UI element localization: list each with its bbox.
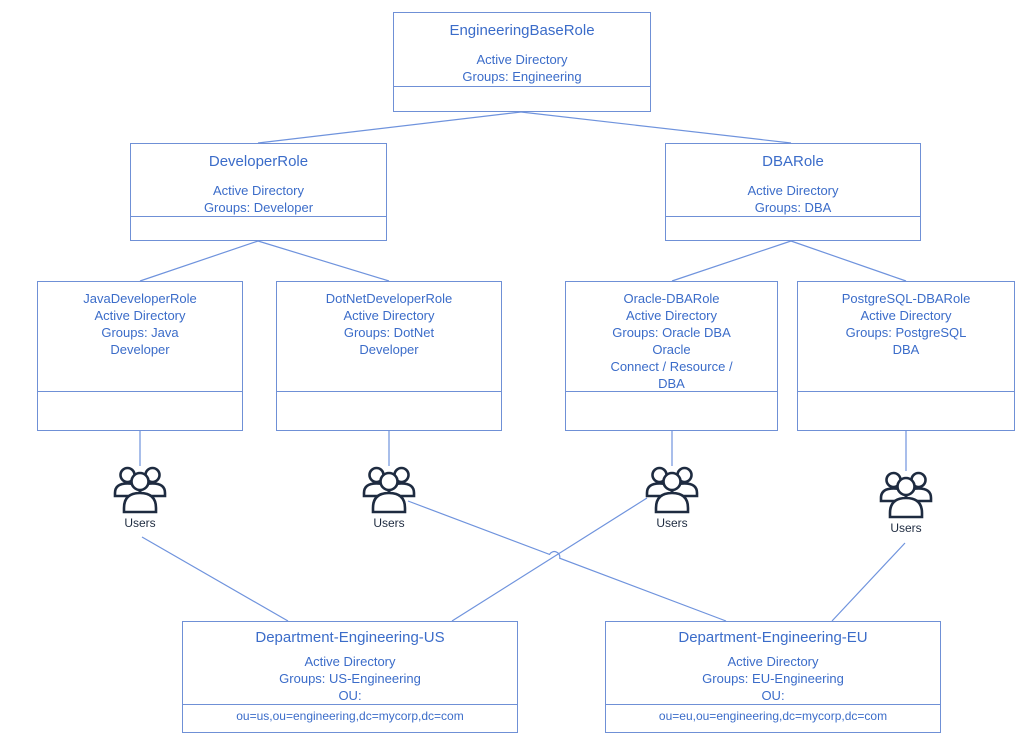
edge-developer-to-java [139,240,259,282]
edge-base-to-developer [257,111,522,144]
node-developer-role: DeveloperRole Active Directory Groups: D… [130,143,387,241]
node-title: Department-Engineering-EU [678,629,868,646]
edge-users-postgresql-to-dept-eu [831,542,906,622]
users-label: Users [656,516,688,530]
edge-users-java-to-dept-us [141,536,289,622]
node-body: Active Directory Groups: Java Developer [94,308,186,357]
users-actor-oracle: Users [644,466,700,530]
node-footer [131,216,386,240]
node-body: Active Directory Groups: Engineering [462,52,582,84]
node-footer [38,391,242,430]
users-icon [879,471,933,519]
users-actor-java: Users [112,466,168,530]
users-label: Users [124,516,156,530]
node-body: Active Directory Groups: US-Engineering … [279,654,421,703]
node-body: Active Directory Groups: Oracle DBA Orac… [610,308,733,391]
edge-users-oracle-to-dept-us [451,497,648,622]
node-body: Active Directory Groups: DotNet Develope… [343,308,435,357]
node-footer-ou: ou=eu,ou=engineering,dc=mycorp,dc=com [606,704,940,732]
node-footer-ou: ou=us,ou=engineering,dc=mycorp,dc=com [183,704,517,732]
node-footer [277,391,501,430]
edge-dba-to-oracle [671,240,792,282]
node-dba-role: DBARole Active Directory Groups: DBA [665,143,921,241]
node-java-developer-role: JavaDeveloperRole Active Directory Group… [37,281,243,431]
node-footer [566,391,777,430]
edge-users-dotnet-to-dept-eu [407,500,727,622]
node-footer [666,216,920,240]
node-title: DotNetDeveloperRole [325,291,453,306]
edge-dba-to-postgresql [790,240,907,282]
node-body: Active Directory Groups: DBA [747,183,839,215]
node-body: Active Directory Groups: EU-Engineering … [702,654,844,703]
node-title: JavaDeveloperRole [83,291,197,306]
node-title: Oracle-DBARole [623,291,720,306]
node-footer [394,86,650,111]
node-title: PostgreSQL-DBARole [841,291,971,306]
node-title: EngineeringBaseRole [449,22,595,39]
users-icon [645,466,699,514]
node-oracle-dba-role: Oracle-DBARole Active Directory Groups: … [565,281,778,431]
users-actor-postgresql: Users [878,471,934,535]
node-body: Active Directory Groups: Developer [203,183,314,215]
users-label: Users [373,516,405,530]
edge-developer-to-dotnet [257,240,390,282]
node-footer [798,391,1014,430]
node-engineering-base-role: EngineeringBaseRole Active Directory Gro… [393,12,651,112]
node-dotnet-developer-role: DotNetDeveloperRole Active Directory Gro… [276,281,502,431]
users-icon [113,466,167,514]
node-department-engineering-us: Department-Engineering-US Active Directo… [182,621,518,733]
users-icon [362,466,416,514]
node-title: DeveloperRole [208,153,309,170]
users-label: Users [890,521,922,535]
node-title: DBARole [762,153,824,170]
node-department-engineering-eu: Department-Engineering-EU Active Directo… [605,621,941,733]
users-actor-dotnet: Users [361,466,417,530]
node-title: Department-Engineering-US [255,629,445,646]
node-postgresql-dba-role: PostgreSQL-DBARole Active Directory Grou… [797,281,1015,431]
edge-base-to-dba [520,111,792,144]
node-body: Active Directory Groups: PostgreSQL DBA [845,308,967,357]
